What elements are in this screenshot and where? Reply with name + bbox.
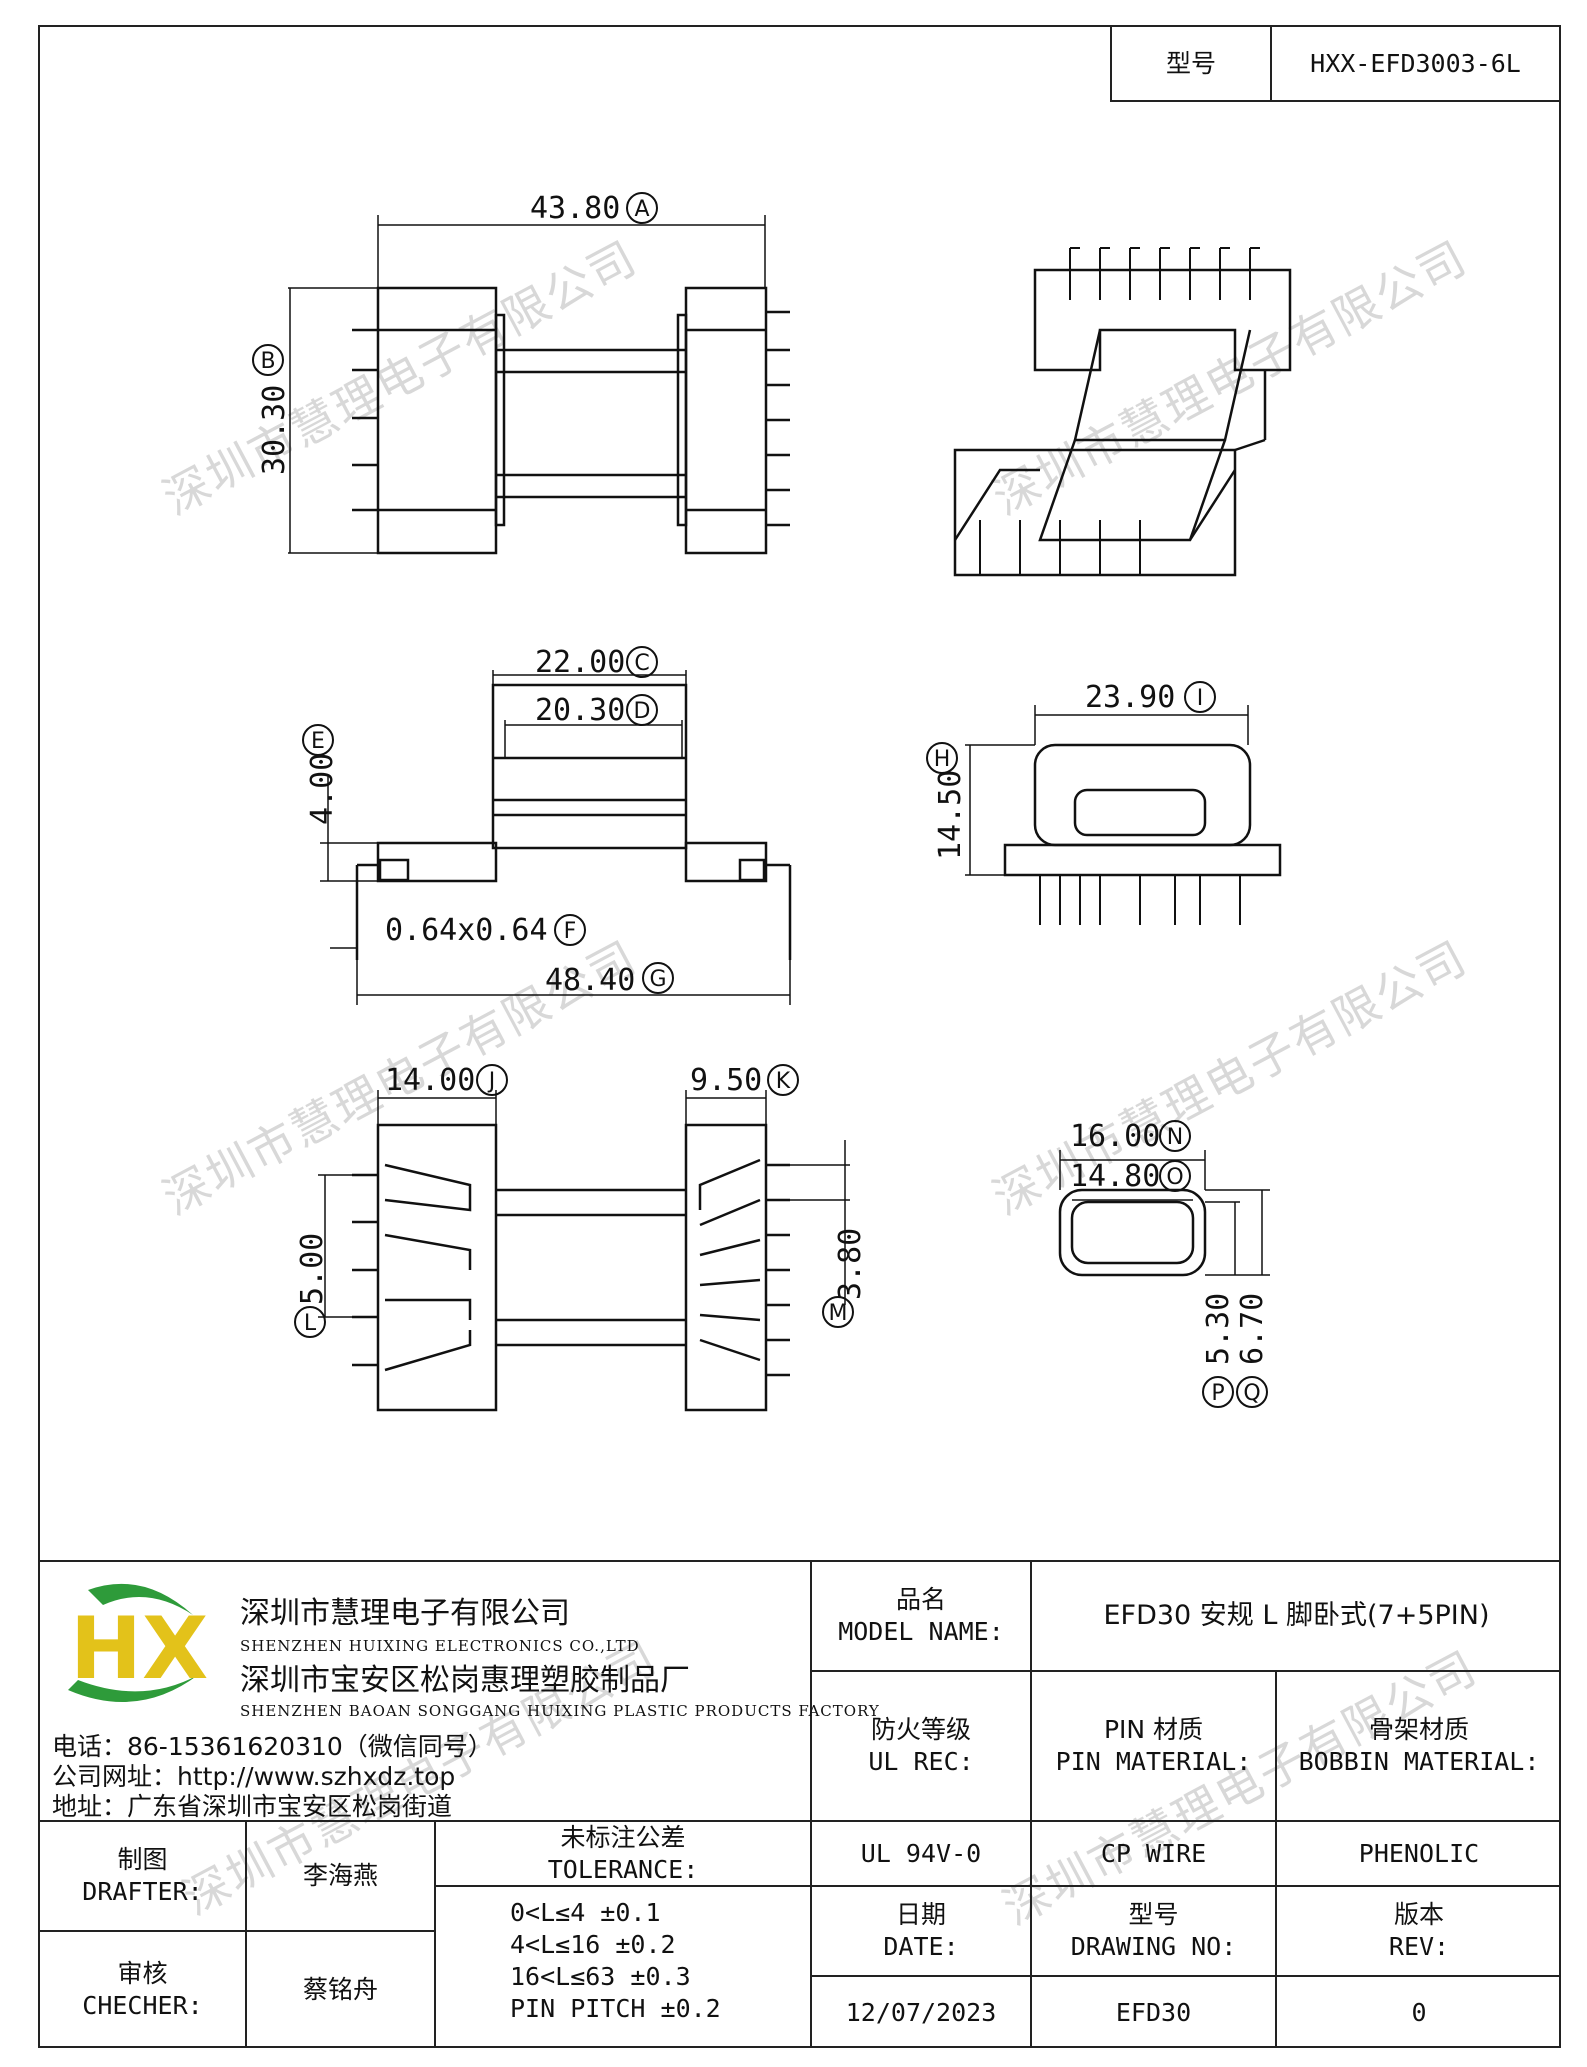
factory-name-en: SHENZHEN BAOAN SONGGANG HUIXING PLASTIC …: [240, 1702, 880, 1720]
dim-l-letter: L: [304, 1311, 317, 1336]
tolerance-line-2: 4<L≤16 ±0.2: [510, 1930, 676, 1959]
bobbin-material-label: 骨架材质 BOBBIN MATERIAL:: [1298, 1715, 1540, 1776]
logo-text: HX: [70, 1599, 208, 1699]
pin-material-value: CP WIRE: [1100, 1838, 1207, 1868]
dim-h: 14.50: [933, 770, 968, 860]
dim-a: 43.80: [530, 191, 620, 226]
side-view: [1003, 743, 1282, 925]
date-value: 12/07/2023: [845, 1997, 997, 2027]
checker-label: 审核 CHECHER:: [82, 1959, 203, 2020]
dim-f: 0.64x0.64: [385, 913, 548, 948]
drafter-label: 制图 DRAFTER:: [82, 1845, 203, 1906]
company-phone: 电话：86-15361620310（微信同号）: [52, 1732, 493, 1761]
date-label: 日期 DATE:: [883, 1900, 959, 1961]
bobbin-material-value: PHENOLIC: [1358, 1838, 1480, 1868]
dim-n-letter: N: [1167, 1125, 1183, 1150]
technical-drawing: 43.80 A B 30.30 22.00 C 20.30 D E 4.00 0…: [252, 191, 1292, 1412]
dim-j: 14.00: [385, 1063, 475, 1098]
company-website: 公司网址：http://www.szhxdz.top: [52, 1762, 456, 1791]
rev-value: 0: [1411, 1997, 1427, 2027]
dim-c-letter: C: [634, 651, 649, 676]
dim-f-letter: F: [564, 919, 577, 944]
company-name-cn: 深圳市慧理电子有限公司: [240, 1596, 570, 1631]
dim-e-letter: E: [311, 729, 325, 754]
top-view: [352, 286, 790, 555]
model-number: HXX-EFD3003-6L: [1310, 48, 1521, 78]
drawing-no-value: EFD30: [1115, 1997, 1192, 2027]
dim-i: 23.90: [1085, 680, 1175, 715]
pin-material-label: PIN 材质 PIN MATERIAL:: [1055, 1715, 1252, 1776]
logo-swoosh: [68, 1675, 198, 1702]
dim-k-letter: K: [776, 1069, 791, 1094]
dim-m: 3.80: [833, 1228, 868, 1300]
dim-k: 9.50: [690, 1063, 762, 1098]
tolerance-line-1: 0<L≤4 ±0.1: [510, 1898, 661, 1927]
drawing-frame: [38, 25, 1561, 2048]
ul-rec-value: UL 94V-0: [860, 1838, 982, 1868]
dim-j-letter: J: [487, 1069, 496, 1094]
dim-m-letter: M: [829, 1301, 848, 1326]
dim-p: 5.30: [1201, 1293, 1236, 1365]
tolerance-line-3: 16<L≤63 ±0.3: [510, 1962, 691, 1991]
dim-q: 6.70: [1235, 1293, 1270, 1365]
section-view: [1058, 1188, 1207, 1277]
model-label: 型号: [1165, 48, 1216, 78]
dim-d-letter: D: [634, 699, 651, 724]
dim-h-letter: H: [934, 747, 951, 772]
tolerance-line-4: PIN PITCH ±0.2: [510, 1994, 721, 2023]
drawing-no-label: 型号 DRAWING NO:: [1070, 1900, 1237, 1961]
model-name-label: 品名 MODEL NAME:: [838, 1585, 1004, 1646]
dim-a-letter: A: [634, 197, 649, 222]
company-logo: HX: [68, 1583, 208, 1702]
dim-d: 20.30: [535, 693, 625, 728]
company-name-en: SHENZHEN HUIXING ELECTRONICS CO.,LTD: [240, 1637, 640, 1655]
dim-i-letter: I: [1197, 686, 1204, 711]
dim-g: 48.40: [545, 963, 635, 998]
company-address: 地址：广东省深圳市宝安区松岗街道: [52, 1792, 453, 1821]
dim-n: 16.00: [1070, 1119, 1160, 1154]
dim-q-letter: Q: [1243, 1381, 1260, 1406]
model-name-value: EFD30 安规 L 脚卧式(7+5PIN): [1103, 1600, 1490, 1631]
dim-e: 4.00: [305, 753, 340, 825]
dim-p-letter: P: [1211, 1381, 1224, 1406]
dim-o-letter: O: [1166, 1165, 1183, 1190]
ul-rec-label: 防火等级 UL REC:: [868, 1715, 974, 1776]
logo-arc: [88, 1583, 193, 1615]
dim-o: 14.80: [1070, 1159, 1160, 1194]
tolerance-label: 未标注公差 TOLERANCE:: [547, 1822, 699, 1884]
dim-g-letter: G: [649, 967, 666, 992]
isometric-view: [953, 268, 1292, 577]
rev-label: 版本 REV:: [1388, 1900, 1450, 1961]
front-view: [355, 683, 792, 960]
checker-name: 蔡铭舟: [302, 1975, 378, 2004]
dim-b: 30.30: [257, 385, 292, 475]
drafter-name: 李海燕: [302, 1861, 378, 1890]
dim-c: 22.00: [535, 645, 625, 680]
dim-l: 5.00: [295, 1233, 330, 1305]
bottom-view: [352, 1123, 790, 1412]
factory-name-cn: 深圳市宝安区松岗惠理塑胶制品厂: [240, 1663, 690, 1698]
dim-b-letter: B: [260, 349, 275, 374]
